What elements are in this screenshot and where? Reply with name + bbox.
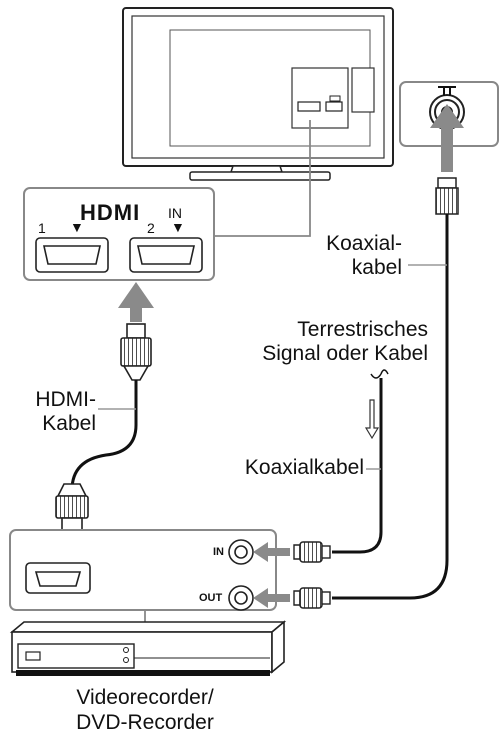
terrestrial-label-line1: Terrestrisches [297, 318, 428, 341]
hdmi-port-1-arrow: ▼ [70, 219, 84, 235]
recorder-label-line2: DVD-Recorder [76, 711, 214, 734]
hdmi-cable-label-line2: Kabel [42, 412, 96, 435]
terrestrial-label-line2: Signal oder Kabel [262, 342, 428, 365]
koaxial-label-top-line2: kabel [351, 256, 402, 279]
koaxial-label-mid: Koaxialkabel [244, 456, 364, 479]
hdmi-plug-upper [120, 323, 152, 381]
coax-plug-top [435, 177, 459, 215]
hdmi-panel [23, 120, 311, 281]
hdmi-in-label: IN [168, 205, 182, 221]
antenna-socket [399, 81, 499, 172]
recorder-label-line1: Videorecorder/ [76, 686, 214, 709]
hdmi-logo: HDMI [80, 200, 141, 225]
recorder-in-label: IN [213, 546, 224, 558]
tv [122, 7, 394, 181]
hdmi-plug-lower [55, 483, 89, 531]
hdmi-cable-label-line1: HDMI- [35, 388, 96, 411]
recorder-out-label: OUT [199, 592, 223, 604]
hdmi-port-2-arrow: ▼ [171, 219, 185, 235]
koaxial-label-top-line1: Koaxial- [326, 232, 402, 255]
recorder-panel [9, 529, 277, 630]
hdmi-port-2-label: 2 [147, 220, 155, 236]
recorder-device [9, 620, 287, 676]
coax-plug-in [293, 541, 331, 563]
hdmi-port-1-label: 1 [38, 220, 46, 236]
coax-plug-out [293, 587, 331, 609]
